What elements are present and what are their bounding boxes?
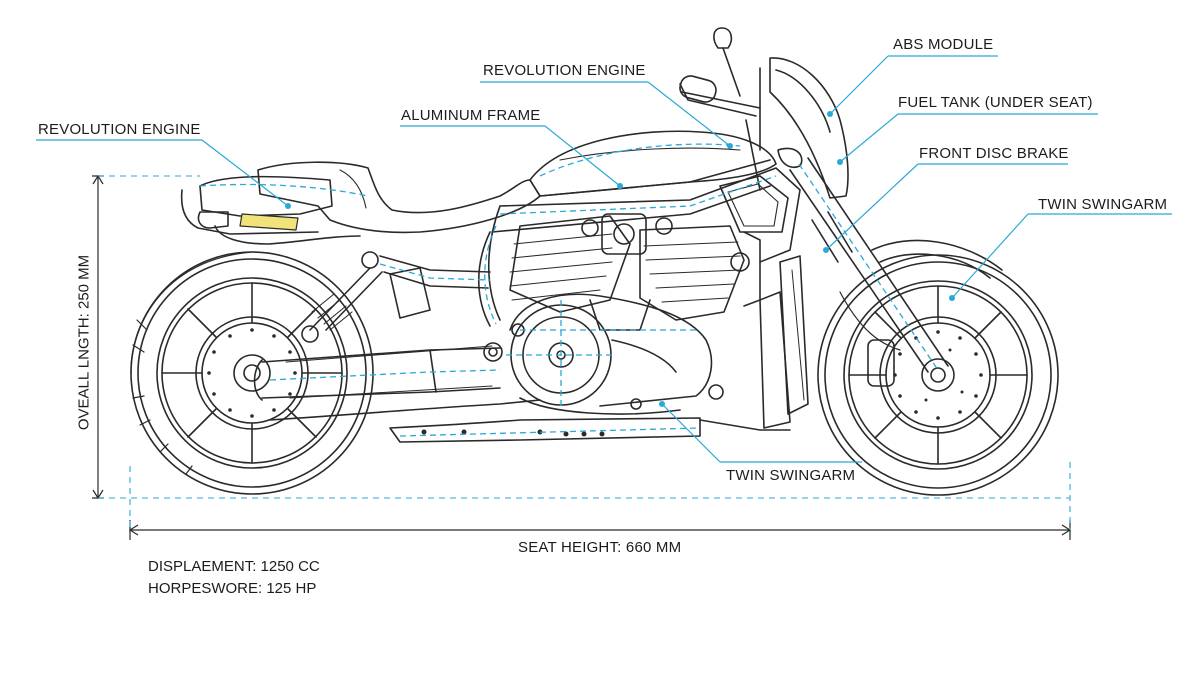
callout-twin-swingarm-right: TWIN SWINGARM — [1038, 196, 1168, 213]
front-fairing — [679, 27, 849, 199]
callout-abs-module: ABS MODULE — [893, 36, 994, 53]
seat-height-label: SEAT HEIGHT: 660 MM — [518, 539, 682, 556]
rear-wheel — [130, 251, 374, 495]
callout-fuel-tank: FUEL TANK (UNDER SEAT) — [898, 94, 1093, 111]
front-wheel — [817, 254, 1059, 496]
leader-dots — [285, 111, 955, 407]
frame-rails — [379, 167, 801, 327]
callout-revolution-engine-left: REVOLUTION ENGINE — [38, 121, 201, 138]
callout-aluminum-frame: ALUMINUM FRAME — [401, 107, 541, 124]
spec-horsepower: HORPESWORE: 125 HP — [148, 580, 317, 597]
rear-reflector — [239, 213, 299, 231]
callout-front-disc-brake: FRONT DISC BRAKE — [919, 145, 1069, 162]
spec-block: DISPLAEMENT: 1250 CC HORPESWORE: 125 HP — [148, 556, 320, 600]
dimension-extensions — [98, 175, 1071, 530]
spec-displacement: DISPLAEMENT: 1250 CC — [148, 558, 320, 575]
callout-revolution-engine-top: REVOLUTION ENGINE — [483, 62, 646, 79]
callout-twin-swingarm-bottom: TWIN SWINGARM — [726, 467, 856, 484]
rear-brake-holes — [207, 328, 297, 418]
engine — [509, 213, 761, 331]
radiator — [699, 255, 809, 431]
accent-traces — [199, 143, 939, 437]
front-brake-holes — [893, 330, 983, 420]
dimension-lines — [92, 174, 1072, 540]
exhaust-swingarm — [253, 251, 701, 443]
leader-lines — [36, 55, 1172, 463]
crankcase — [509, 293, 724, 415]
overall-length-label: OVEALL LNGTH: 250 MM — [75, 254, 93, 431]
front-fork — [789, 157, 1003, 387]
fastener-dots — [421, 429, 605, 437]
